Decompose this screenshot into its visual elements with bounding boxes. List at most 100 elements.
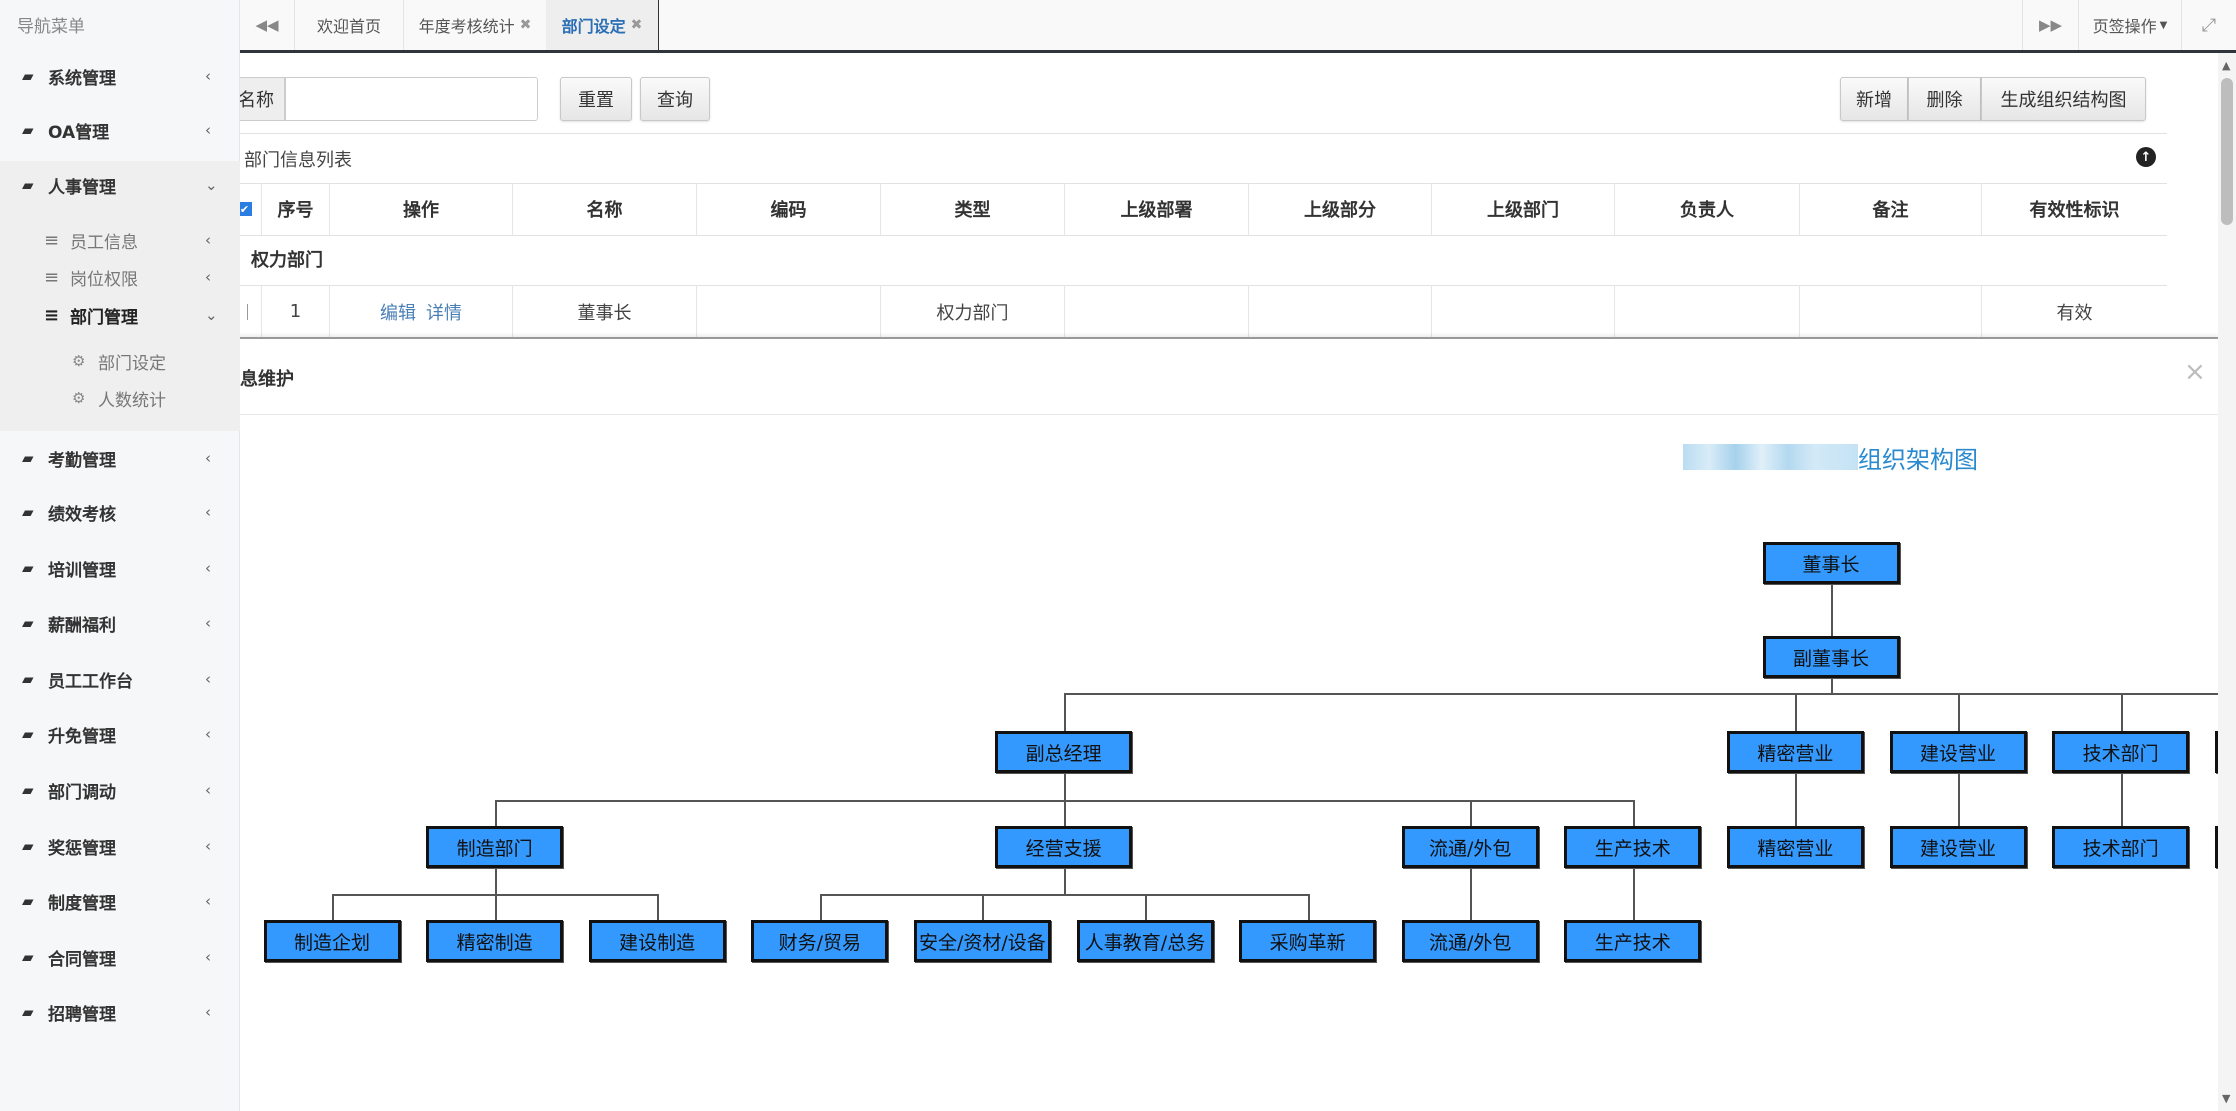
tab-annual-review[interactable]: 年度考核统计✖ — [404, 0, 546, 50]
tab-operations-dropdown[interactable]: 页签操作▼ — [2079, 0, 2182, 50]
nav-label: 招聘管理 — [48, 1004, 116, 1025]
org-node[interactable]: 安全/资材/设备 — [913, 920, 1051, 962]
close-icon[interactable]: ✖ — [630, 17, 643, 33]
org-node[interactable]: 技术部门 — [2052, 826, 2190, 868]
blurred-company-name — [1683, 444, 1858, 470]
connector-line — [1831, 584, 1833, 636]
column-header[interactable]: 有效性标识 — [2029, 200, 2120, 221]
org-node[interactable]: 财务/贸易 — [751, 920, 889, 962]
sidebar-item-5[interactable]: ▰培训管理‹ — [0, 543, 240, 593]
org-node[interactable]: 建设营业 — [1889, 826, 2027, 868]
connector-line — [332, 894, 334, 920]
scroll-up-icon[interactable]: ▲ — [2222, 59, 2231, 72]
chevron-left-icon: ‹ — [205, 559, 211, 577]
chevron-left-icon: ‹ — [205, 67, 211, 85]
list-icon: ≡ — [44, 266, 60, 288]
sidebar-subitem-0[interactable]: ≡员工信息‹ — [0, 215, 240, 265]
sidebar-subitem-2[interactable]: ≡部门管理⌄ — [0, 290, 240, 340]
sidebar-item-10[interactable]: ▰奖惩管理‹ — [0, 821, 240, 871]
org-node[interactable]: 建设营业 — [1889, 731, 2027, 773]
org-node[interactable]: 精密营业 — [1726, 826, 1864, 868]
detail-link[interactable]: 详情 — [426, 302, 462, 324]
column-header[interactable]: 类型 — [881, 183, 1065, 235]
org-node[interactable]: 精密营业 — [1726, 731, 1864, 773]
scroll-down-icon[interactable]: ▼ — [2222, 1092, 2231, 1105]
org-node[interactable] — [2214, 826, 2218, 868]
sidebar-item-7[interactable]: ▰员工工作台‹ — [0, 654, 240, 704]
org-node[interactable]: 制造企划 — [263, 920, 401, 962]
sidebar-item-2[interactable]: ▰人事管理⌄ — [0, 160, 240, 210]
org-node[interactable]: 技术部门 — [2052, 731, 2190, 773]
column-header[interactable]: 编码 — [697, 183, 881, 235]
org-node[interactable]: 精密制造 — [426, 920, 564, 962]
column-header[interactable]: 名称 — [513, 183, 697, 235]
connector-line — [1063, 800, 1066, 826]
column-header[interactable]: 上级部署 — [1065, 183, 1249, 235]
cell-superior-1 — [1065, 285, 1249, 338]
add-button[interactable]: 新增 — [1840, 77, 1908, 121]
sidebar-item-9[interactable]: ▰部门调动‹ — [0, 765, 240, 815]
fullscreen-icon: ⤢ — [2201, 14, 2217, 36]
delete-button[interactable]: 删除 — [1908, 77, 1981, 121]
connector-line — [494, 868, 497, 894]
sidebar-subsubitem-1[interactable]: ⚙人数统计 — [0, 373, 240, 423]
sidebar-item-6[interactable]: ▰薪酬福利‹ — [0, 598, 240, 648]
connector-line — [1795, 773, 1798, 826]
sidebar-item-1[interactable]: ▰OA管理‹ — [0, 105, 240, 155]
edit-link[interactable]: 编辑 — [380, 302, 416, 324]
book-icon: ▰ — [22, 837, 34, 855]
row-checkbox[interactable] — [228, 285, 262, 338]
org-node[interactable]: 建设制造 — [588, 920, 726, 962]
fullscreen-button[interactable]: ⤢ — [2182, 0, 2236, 50]
search-name-input[interactable] — [285, 77, 538, 121]
select-all-checkbox[interactable]: ✔ — [228, 183, 262, 235]
sidebar-title: 导航菜单 — [17, 17, 85, 37]
org-node[interactable]: 制造部门 — [426, 826, 564, 868]
tab-scroll-right-button[interactable]: ▶▶ — [2022, 0, 2079, 50]
scrollbar[interactable]: ▲ ▼ — [2218, 53, 2236, 1111]
reset-button[interactable]: 重置 — [560, 77, 632, 121]
org-node[interactable]: 流通/外包 — [1401, 920, 1539, 962]
scrollbar-thumb[interactable] — [2221, 78, 2233, 225]
org-node[interactable]: 经营支援 — [995, 826, 1133, 868]
chevron-left-icon: ‹ — [205, 892, 211, 910]
chevron-left-icon: ‹ — [205, 121, 211, 139]
sidebar-item-13[interactable]: ▰招聘管理‹ — [0, 987, 240, 1037]
column-header[interactable]: 序号 — [262, 183, 330, 235]
query-button[interactable]: 查询 — [640, 77, 710, 121]
generate-org-chart-button[interactable]: 生成组织结构图 — [1981, 77, 2146, 121]
org-node[interactable]: 流通/外包 — [1401, 826, 1539, 868]
column-header[interactable]: 负责人 — [1615, 183, 1800, 235]
sidebar-item-8[interactable]: ▰升免管理‹ — [0, 709, 240, 759]
connector-line — [1470, 868, 1473, 920]
org-node[interactable]: 人事教育/总务 — [1076, 920, 1214, 962]
column-header[interactable]: 上级部分 — [1249, 183, 1432, 235]
sidebar-item-0[interactable]: ▰系统管理‹ — [0, 51, 240, 101]
tab-welcome[interactable]: 欢迎首页 — [295, 0, 404, 50]
chevron-left-icon: ‹ — [205, 268, 211, 286]
group-row-label: 权力部门 — [251, 250, 323, 271]
sidebar-item-11[interactable]: ▰制度管理‹ — [0, 876, 240, 926]
close-icon[interactable]: ✖ — [519, 17, 532, 33]
org-node[interactable]: 副总经理 — [995, 731, 1133, 773]
column-header[interactable]: 上级部门 — [1432, 183, 1615, 235]
column-header[interactable]: 操作 — [330, 183, 513, 235]
org-node[interactable] — [2214, 731, 2218, 773]
tab-scroll-left-button[interactable]: ◀◀ — [240, 0, 295, 50]
sidebar-subsubitem-0[interactable]: ⚙部门设定 — [0, 336, 240, 386]
collapse-up-icon[interactable]: ↑ — [2136, 147, 2156, 167]
column-header[interactable]: 备注 — [1800, 183, 1982, 235]
sidebar-item-4[interactable]: ▰绩效考核‹ — [0, 487, 240, 537]
modal-close-button[interactable]: × — [2184, 357, 2206, 387]
org-node[interactable]: 董事长 — [1762, 542, 1900, 584]
sidebar-item-3[interactable]: ▰考勤管理‹ — [0, 433, 240, 483]
org-node[interactable]: 采购革新 — [1239, 920, 1377, 962]
sidebar-subitem-1[interactable]: ≡岗位权限‹ — [0, 252, 240, 302]
org-node[interactable]: 副董事长 — [1762, 636, 1900, 678]
sidebar-item-12[interactable]: ▰合同管理‹ — [0, 932, 240, 982]
org-node[interactable]: 生产技术 — [1564, 920, 1702, 962]
tab-dept-settings[interactable]: 部门设定✖ — [546, 0, 659, 50]
org-node[interactable]: 生产技术 — [1564, 826, 1702, 868]
cell-code — [697, 285, 881, 338]
